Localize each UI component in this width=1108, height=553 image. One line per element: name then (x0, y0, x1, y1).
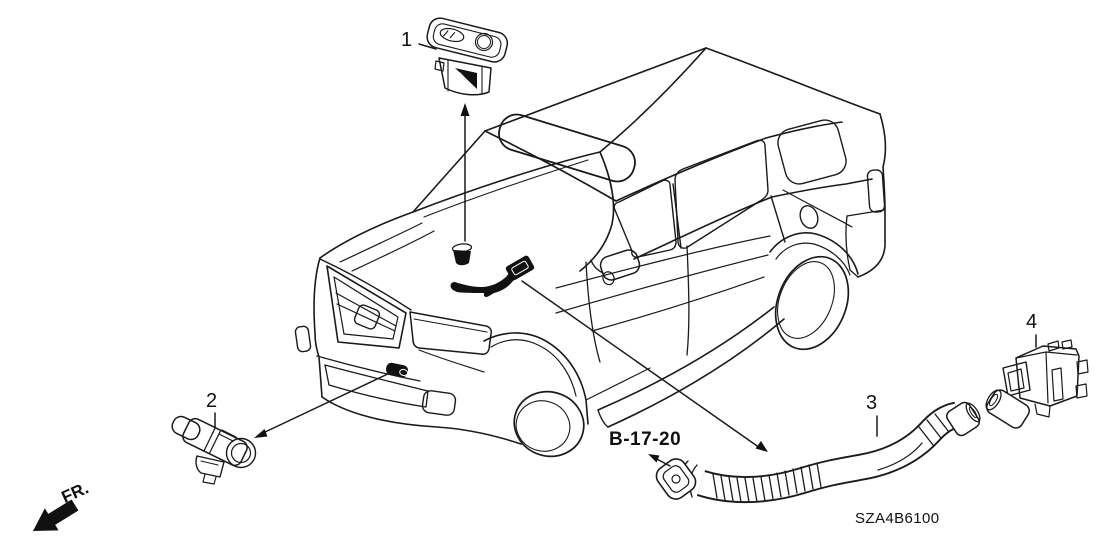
part-3-drain-hose-drawing[interactable] (652, 398, 984, 504)
callout-annotations (214, 43, 1037, 467)
front-grille (326, 265, 407, 349)
callout-3-label[interactable]: 3 (866, 392, 878, 414)
callout-4-label[interactable]: 4 (1026, 311, 1038, 333)
side-mirror (590, 249, 641, 286)
headlight (409, 311, 492, 355)
fuel-door (799, 205, 819, 229)
callout-2-label[interactable]: 2 (206, 390, 218, 412)
hose-elbow-fitting (655, 458, 697, 500)
vehicle-illustration (294, 47, 887, 458)
arrow-to-reference (648, 454, 671, 467)
sunroof (498, 113, 636, 183)
quarter-window (777, 119, 847, 185)
bumper-sensor-location (385, 362, 409, 378)
front-wheel (513, 390, 585, 458)
arrow-to-part-1 (460, 103, 470, 242)
arrow-to-part-2 (254, 371, 393, 438)
reference-link-b-17-20[interactable]: B-17-20 (609, 429, 682, 450)
dash-sensor-location (451, 243, 473, 266)
part-4-connector-drawing[interactable] (982, 339, 1089, 431)
marker-lamp (294, 325, 312, 353)
tail-light (866, 169, 886, 213)
callout-1-leader (418, 43, 437, 50)
connector-location (505, 255, 535, 281)
part-1-sunload-sensor-drawing[interactable] (425, 16, 510, 96)
front-bumper (316, 349, 522, 445)
part-2-ambient-sensor-drawing[interactable] (169, 414, 257, 485)
front-direction-arrow-icon (33, 499, 79, 531)
rear-wheel (774, 255, 850, 351)
diagram-code: SZA4B6100 (855, 510, 940, 527)
hose-end-fitting (946, 401, 981, 437)
callout-1-label[interactable]: 1 (401, 29, 413, 51)
hose-corrugation (712, 413, 950, 503)
arrow-to-part-3 (521, 280, 768, 452)
harness-location (450, 273, 515, 297)
